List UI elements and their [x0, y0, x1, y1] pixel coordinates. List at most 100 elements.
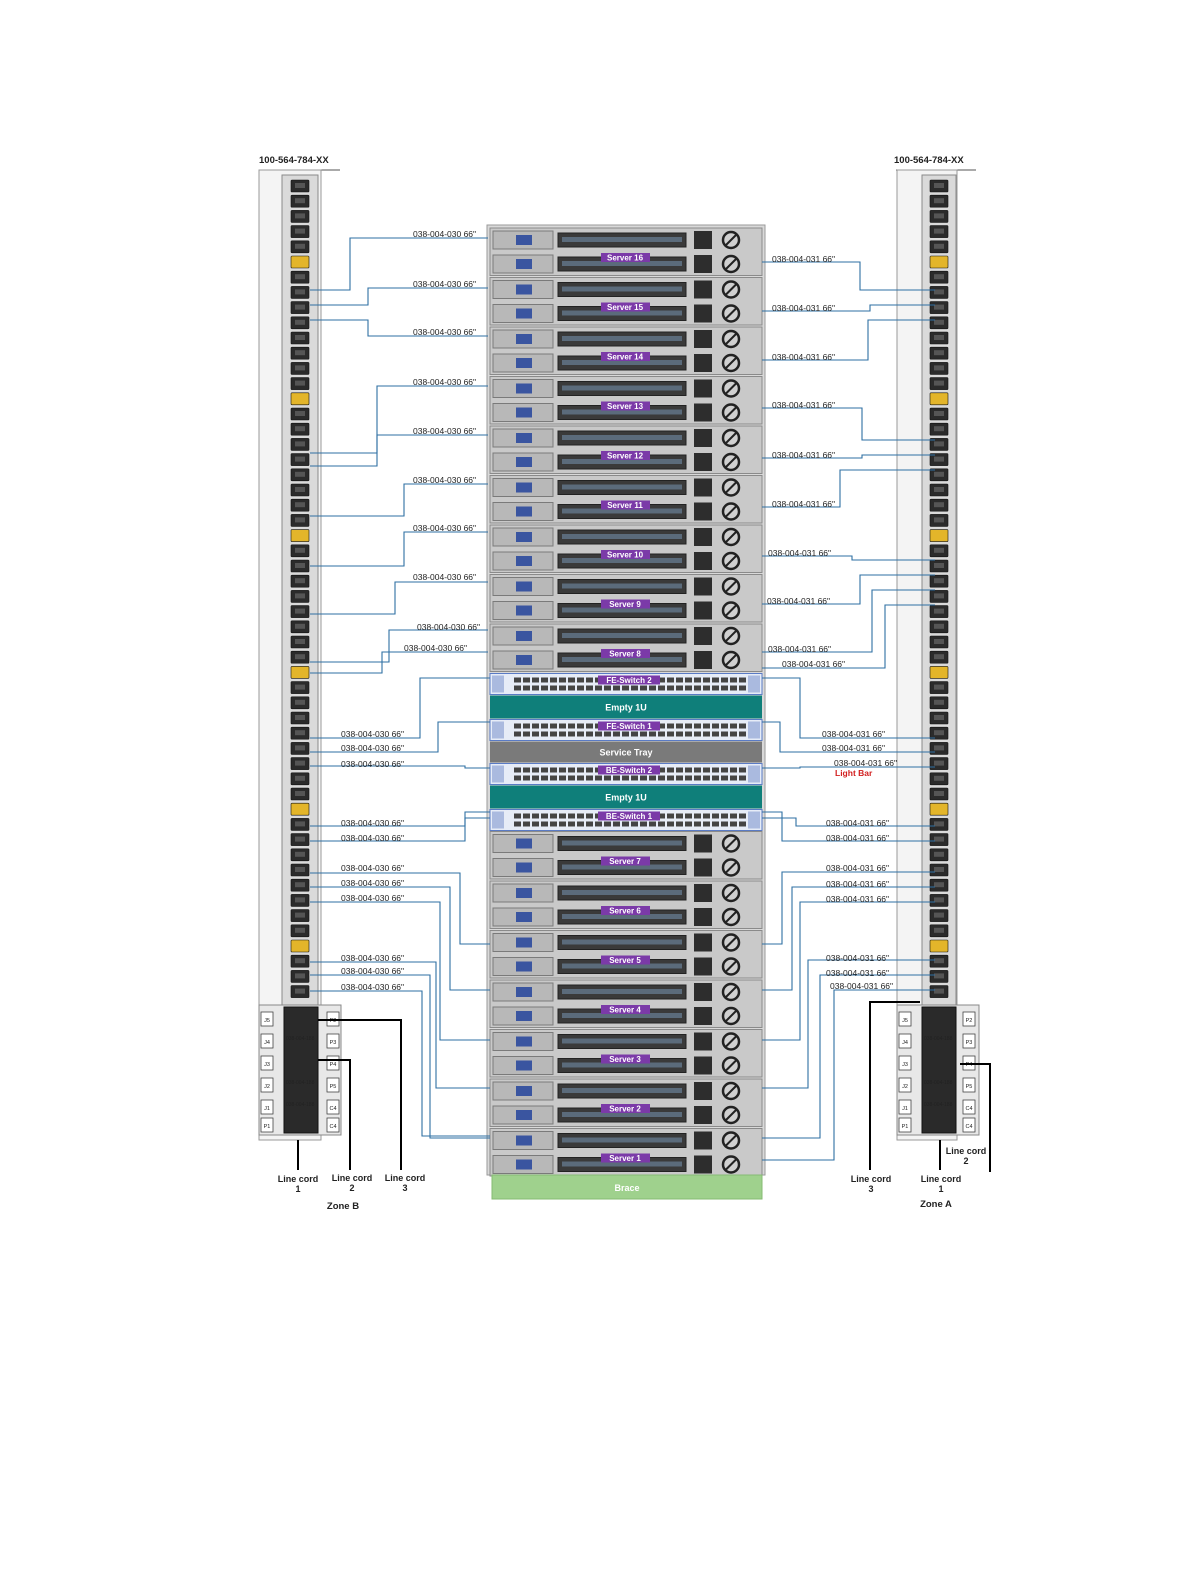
right-power-cables: [762, 261, 935, 1161]
rack-unit-switch: BE-Switch 2: [489, 763, 763, 785]
pdu-port-tag: P5: [330, 1084, 337, 1090]
rack-unit-server: Server 6: [489, 880, 763, 929]
cable-label-right: 038-004-031 66": [782, 659, 845, 669]
cable-label-left: 038-004-030 66": [341, 833, 404, 843]
rack-unit-server: Server 2: [489, 1078, 763, 1127]
pdu-port-tag: J4: [902, 1040, 908, 1046]
brace-label: Brace: [614, 1183, 639, 1193]
left-pdu-part-number: 100-564-784-XX: [259, 155, 329, 166]
cable-label-left: 038-004-030 66": [341, 966, 404, 976]
line-cord-label-right-1: Line cord 1: [921, 1174, 962, 1194]
cable-label-left: 038-004-030 66": [341, 953, 404, 963]
cable-label-left: 038-004-030 66": [341, 982, 404, 992]
cable-label-left: 038-004-030 66": [341, 878, 404, 888]
svg-text:1: 1: [295, 1184, 300, 1194]
server-label-badge: [601, 451, 650, 460]
pdu-port-tag: J5: [264, 1018, 270, 1024]
server-label: Server 4: [609, 1006, 641, 1015]
server-label: Server 7: [609, 857, 641, 866]
server-label-badge: [601, 599, 650, 609]
server-label: Server 8: [609, 650, 641, 659]
rack-unit-server: Server 4: [489, 979, 763, 1028]
server-label: Server 12: [607, 452, 644, 461]
service-tray-label: Service Tray: [599, 748, 652, 758]
empty-slot-label: Empty 1U: [605, 793, 647, 803]
pdu-port-tag: J5: [902, 1018, 908, 1024]
pdu-port-tag: J3: [264, 1062, 270, 1068]
right-module-label-1: 038-004-188: [924, 1036, 953, 1042]
server-label-badge: [601, 856, 650, 866]
cable-label-right: 038-004-031 66": [826, 833, 889, 843]
server-label-badge: [601, 955, 650, 965]
server-label: Server 1: [609, 1154, 641, 1163]
cable-label-right: 038-004-031 66": [772, 499, 835, 509]
line-cord-label-right-3: Line cord 3: [851, 1174, 892, 1194]
rack-unit-server: Server 7: [489, 831, 763, 880]
server-label-badge: [601, 352, 650, 361]
pdu-port-tag: J2: [264, 1084, 270, 1090]
switch-label-badge: [598, 811, 660, 821]
rack-unit-server: Server 8: [489, 623, 763, 672]
cable-label-right: 038-004-031 66": [826, 894, 889, 904]
server-label-badge: [601, 1153, 650, 1163]
cable-label-left: 038-004-030 66": [413, 475, 476, 485]
svg-text:Line cord: Line cord: [332, 1173, 373, 1183]
cable-label-left: 038-004-030 66": [413, 523, 476, 533]
cable-label-right: 038-004-031 66": [768, 644, 831, 654]
switch-label-badge: [598, 675, 660, 685]
pdu-port-tag: P3: [330, 1040, 337, 1046]
right-module-label-3: 038-004-188: [924, 1102, 953, 1108]
cable-label-right: 038-004-031 66": [830, 981, 893, 991]
line-cord-label-left-1: Line cord 1: [278, 1174, 319, 1194]
switch-label-badge: [598, 765, 660, 775]
rack-unit-empty: Empty 1U: [490, 695, 762, 719]
server-label: Server 6: [609, 907, 641, 916]
rack-unit-server: Server 1: [489, 1128, 763, 1177]
line-cord-label-left-2: Line cord 2: [332, 1173, 373, 1193]
cable-label-right: 038-004-031 66": [826, 953, 889, 963]
server-label: Server 16: [607, 254, 644, 263]
rack-unit-server: Server 16: [489, 227, 763, 276]
cable-label-left: 038-004-030 66": [413, 426, 476, 436]
svg-text:Line cord: Line cord: [921, 1174, 962, 1184]
cable-label-left: 038-004-030 66": [413, 572, 476, 582]
left-module-label-2: 038-004-188: [286, 1080, 315, 1086]
rack-unit-server: Server 12: [489, 425, 763, 474]
cable-label-left: 038-004-030 66": [413, 279, 476, 289]
rack-unit-switch: BE-Switch 1: [489, 809, 763, 831]
cable-label-right: 038-004-031 66": [834, 758, 897, 768]
pdu-port-tag: J1: [902, 1106, 908, 1112]
server-label: Server 13: [607, 402, 644, 411]
cable-label-right: 038-004-031 66": [772, 450, 835, 460]
svg-text:3: 3: [402, 1183, 407, 1193]
pdu-port-tag: J1: [264, 1106, 270, 1112]
right-pdu-part-number: 100-564-784-XX: [894, 155, 964, 166]
left-zone-label: Zone B: [327, 1201, 359, 1212]
rack-unit-server: Server 15: [489, 277, 763, 326]
pdu-port-tag: P1: [902, 1124, 909, 1130]
rack-unit-server: Server 10: [489, 524, 763, 573]
rack-unit-server: Server 5: [489, 930, 763, 979]
left-pdu-outlets: [290, 179, 310, 998]
pdu-port-tag: P4: [330, 1062, 337, 1068]
cable-label-left: 038-004-030 66": [341, 729, 404, 739]
cable-label-left: 038-004-030 66": [341, 863, 404, 873]
left-module-label-3: 038-004-188: [286, 1102, 315, 1108]
pdu-port-tag: P2: [966, 1018, 973, 1024]
rack-unit-tray: Service Tray: [490, 741, 762, 763]
pdu-port-tag: C4: [965, 1106, 972, 1112]
left-power-cables: [310, 237, 490, 1139]
left-module-label-1: 038-004-188: [286, 1036, 315, 1042]
switch-label: BE-Switch 1: [606, 812, 653, 821]
server-label: Server 9: [609, 600, 641, 609]
server-label-badge: [601, 906, 650, 915]
pdu-port-tag: J4: [264, 1040, 270, 1046]
cable-label-right: 038-004-031 66": [822, 729, 885, 739]
server-label: Server 5: [609, 956, 641, 965]
cable-label-right: 038-004-031 66": [826, 863, 889, 873]
svg-text:Line cord: Line cord: [851, 1174, 892, 1184]
server-label-badge: [601, 1104, 650, 1113]
pdu-port-tag: J3: [902, 1062, 908, 1068]
server-label-badge: [601, 649, 650, 658]
